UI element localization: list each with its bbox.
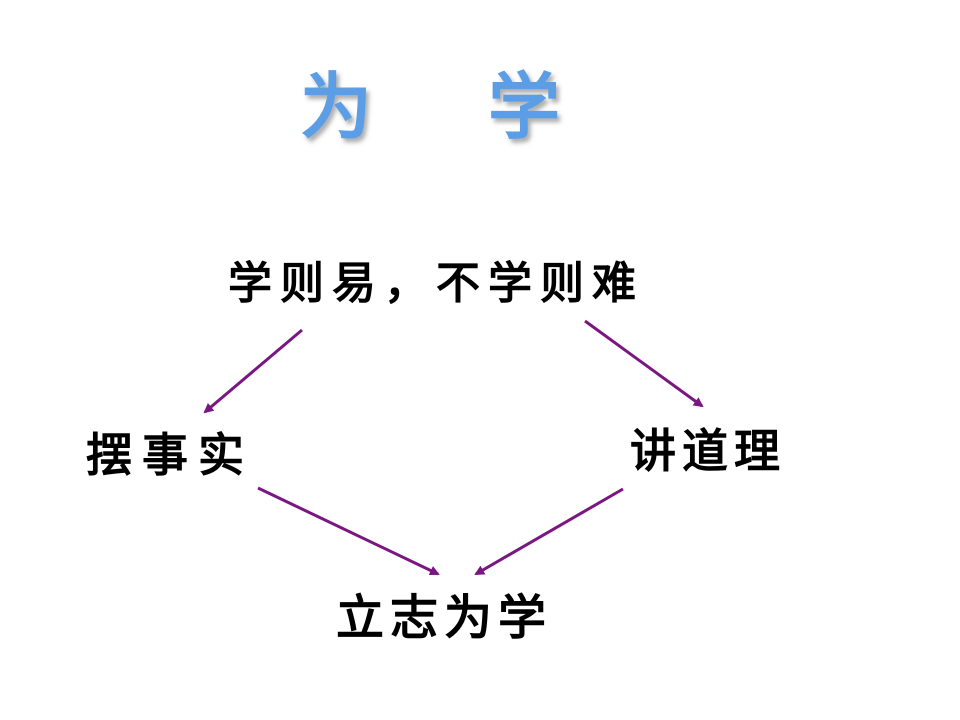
node-left: 摆事实: [86, 428, 254, 482]
arrow-right-to-bottom: [474, 487, 624, 576]
arrow-left-to-bottom: [257, 486, 440, 576]
arrow-top-to-left: [203, 328, 303, 414]
node-top: 学则易，不学则难: [228, 258, 644, 309]
arrow-top-to-right: [584, 319, 704, 408]
node-bottom: 立志为学: [336, 590, 553, 646]
slide-title: 为 学: [300, 52, 560, 149]
title-char-2: 学: [487, 64, 560, 149]
node-right: 讲道理: [630, 424, 786, 478]
title-char-1: 为: [300, 64, 373, 149]
